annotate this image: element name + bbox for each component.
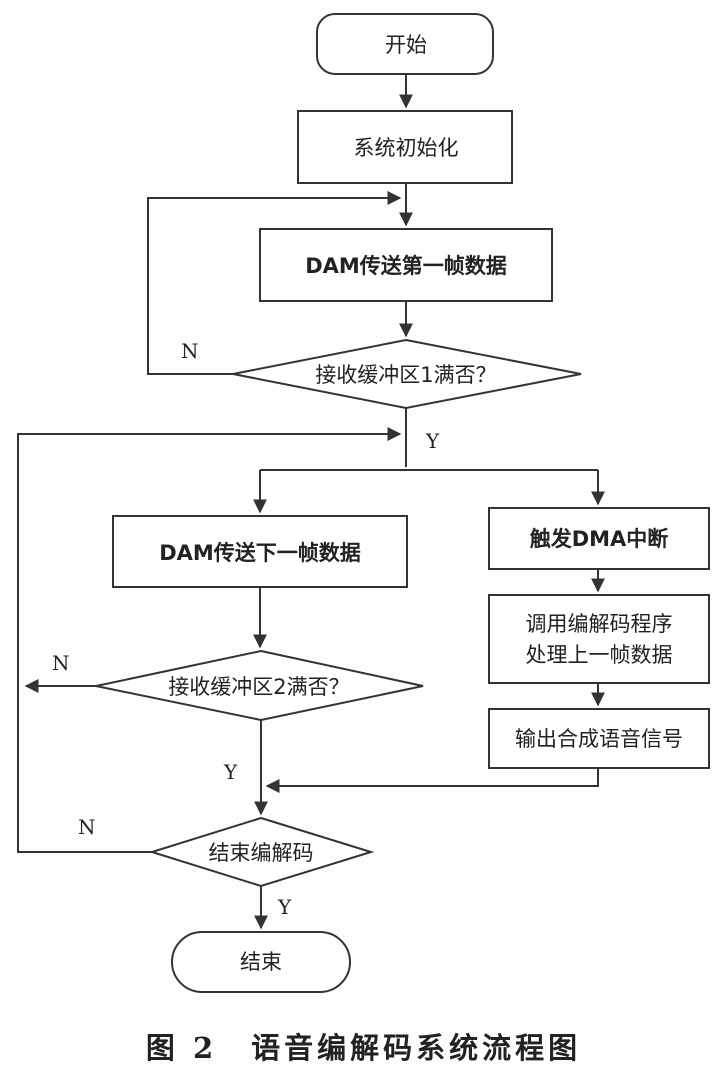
buffer2-yes-label: Y [223, 760, 238, 784]
buffer1-no-label: N [181, 339, 199, 363]
arrow-end-check-no-loop [17, 427, 402, 853]
init-process-box [297, 110, 513, 184]
end-terminal [171, 931, 351, 993]
output-process-box [488, 708, 710, 769]
buffer2-no-label: N [52, 651, 70, 675]
dam-first-label: DAM传送第一帧数据 [305, 254, 507, 278]
dam-first-process-box [259, 228, 553, 302]
dam-next-process-box [112, 515, 408, 588]
buffer2-label: 接收缓冲区2满否？ [168, 675, 349, 699]
codec-process-box [488, 594, 710, 684]
figure-title: 语音编解码系统流程图 [251, 1031, 582, 1065]
end-codec-label: 结束编解码 [209, 841, 314, 865]
codec-label-line2: 处理上一帧数据 [526, 643, 673, 667]
end-check-yes-label: Y [277, 895, 292, 919]
trigger-dma-process-box [488, 507, 710, 570]
codec-label-line1: 调用编解码程序 [526, 612, 673, 636]
figure-number: 图 2 [145, 1031, 218, 1065]
flowchart-canvas: 开始 系统初始化 DAM传送第一帧数据 接收缓冲区1满否？ DAM传送下一帧数据… [17, 13, 710, 993]
init-label: 系统初始化 [354, 136, 459, 160]
arrow-output-merge [265, 768, 599, 793]
dam-next-label: DAM传送下一帧数据 [159, 541, 361, 565]
trigger-label: 触发DMA中断 [530, 527, 669, 551]
end-check-no-label: N [78, 815, 96, 839]
figure-caption: 图 2 语音编解码系统流程图 [0, 1025, 727, 1067]
output-label: 输出合成语音信号 [515, 727, 683, 751]
buffer1-label: 接收缓冲区1满否？ [315, 363, 496, 387]
end-label: 结束 [240, 950, 282, 974]
start-label: 开始 [385, 33, 427, 57]
arrow-buffer1-no-loop [147, 191, 402, 375]
buffer1-yes-label: Y [425, 429, 440, 453]
